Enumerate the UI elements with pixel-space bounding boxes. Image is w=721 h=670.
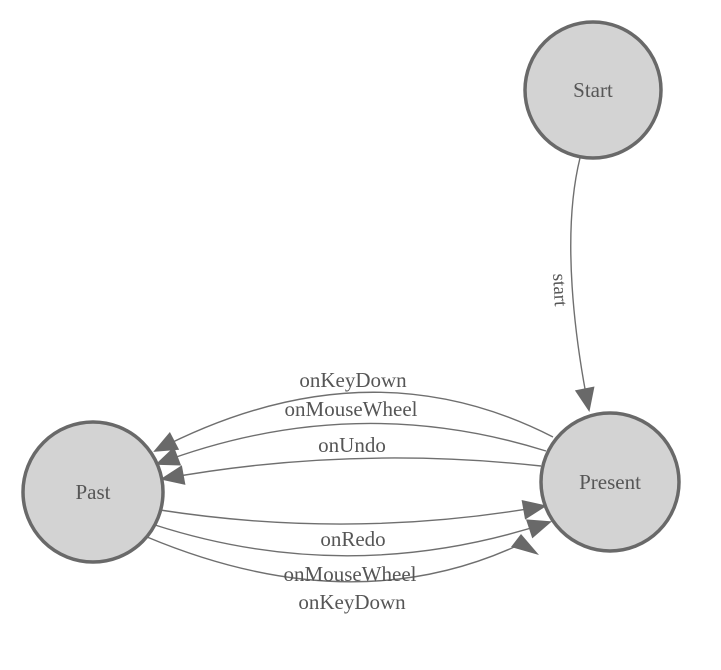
edge-label-onmousewheel-top: onMouseWheel (285, 397, 418, 421)
node-present-label: Present (579, 470, 641, 494)
node-past-label: Past (75, 480, 110, 504)
node-start-label: Start (573, 78, 613, 102)
edge-past-to-present-onmousewheel (154, 519, 552, 557)
edge-present-to-past-onundo (160, 457, 542, 485)
node-present-circle[interactable] (539, 411, 681, 553)
arrowhead-icon (511, 534, 539, 555)
edge-label-onkeydown-bottom: onKeyDown (298, 590, 406, 614)
edge-present-to-past-onkeydown (153, 391, 554, 452)
edge-label-onmousewheel-bottom: onMouseWheel (284, 562, 417, 586)
node-present[interactable]: Present (539, 411, 681, 553)
edge-label-start: start (548, 273, 571, 307)
node-start[interactable]: Start (523, 20, 663, 160)
edge-start-to-present (570, 157, 595, 412)
node-past-circle[interactable] (21, 420, 165, 564)
node-start-circle[interactable] (523, 20, 663, 160)
edge-past-to-present-onredo (159, 499, 547, 525)
edge-present-to-past-onmousewheel (155, 422, 547, 466)
edge-label-onundo: onUndo (318, 433, 386, 457)
edge-label-onkeydown-top: onKeyDown (299, 368, 407, 392)
edge-past-to-present-onkeydown (146, 536, 526, 583)
edge-label-onredo: onRedo (320, 527, 385, 551)
node-past[interactable]: Past (21, 420, 165, 564)
